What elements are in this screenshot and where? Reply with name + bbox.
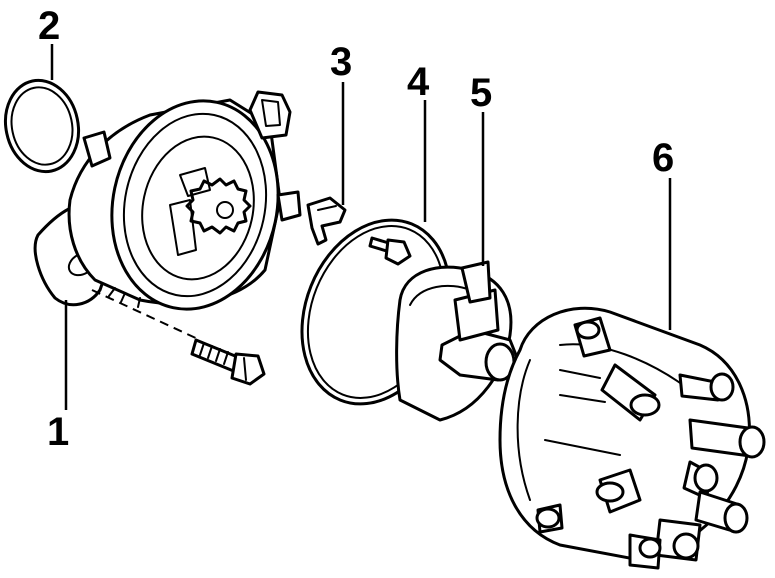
clip <box>306 196 347 246</box>
callout-5: 5 <box>470 71 493 115</box>
callout-2: 2 <box>38 4 61 48</box>
rotor <box>438 260 522 382</box>
bolt-alignment-line <box>91 289 201 341</box>
o-ring <box>4 78 80 174</box>
callout-4: 4 <box>407 60 430 104</box>
distributor-cap <box>498 306 766 570</box>
cap-terminal-towers <box>535 316 766 570</box>
screw <box>368 236 412 266</box>
callout-3: 3 <box>330 40 353 84</box>
distributor-housing <box>33 90 302 311</box>
callout-6: 6 <box>652 136 675 180</box>
callout-1: 1 <box>47 410 70 454</box>
mounting-bolt <box>190 338 266 386</box>
